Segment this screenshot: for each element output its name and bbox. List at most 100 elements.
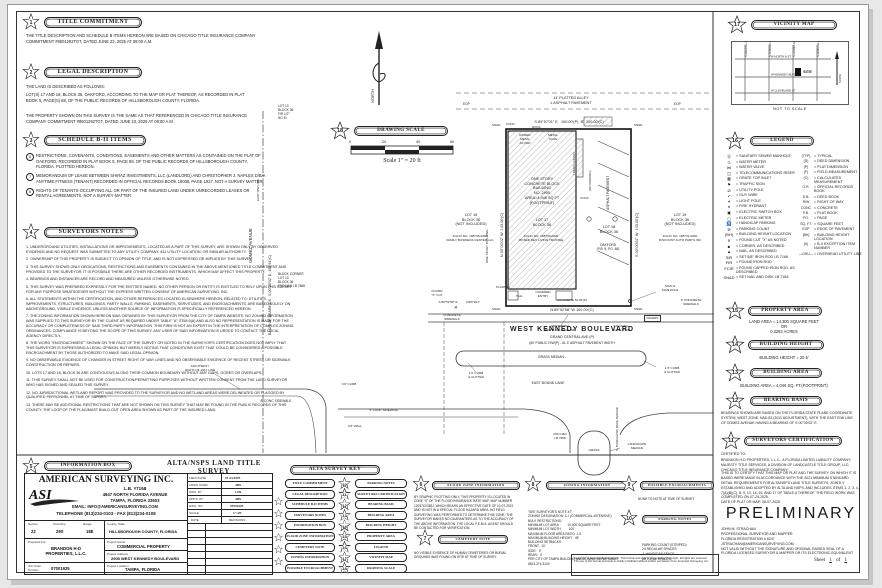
label-rw-width: (60' PUBLIC R/W(P) - 61.3' ASPHALT PAVEM…: [529, 341, 615, 345]
key-right-label: BEARING BASIS: [355, 500, 407, 510]
legend-abbrev: (TYP) = TYPICAL: [798, 154, 862, 159]
encroachments-star: 9: [620, 475, 638, 493]
sheet-number: Sheet 1 of 1: [814, 558, 850, 563]
legend-abbrev: (C) = CALCULATED MEASUREMENT: [798, 175, 862, 185]
surveyor-note: 11. THIS SURVEY SHALL NOT BE USED FOR CO…: [26, 378, 288, 388]
property-area-star: 15: [725, 301, 745, 321]
schedule-b2-items: 6 RESTRICTIONS, COVENANTS, CONDITIONS, E…: [26, 153, 266, 202]
legend-item: SIR = SET 5/8" IRON ROD LB 7168: [722, 254, 798, 260]
property-area-l2: OR: [780, 324, 788, 329]
key-row: LEGAL DESCRIPTION 11 SURVEYORS CERTIFICA…: [285, 487, 407, 501]
label-side-street: S. BUNGALOW PARK AVENUE: [615, 406, 619, 451]
legend-abbrev: (D) = DEED DIMENSION: [798, 160, 862, 164]
building-height-star: 14: [725, 335, 745, 355]
label-lot17: LOT 17 BLOCK 36: [532, 218, 552, 227]
label-platted-alley: 14' PLATTED ALLEY ± ASPHALT PAVEMENT: [550, 96, 592, 105]
legend-item-label: = UTILITY POLE: [736, 187, 764, 192]
key-right-label: PROPERTY AREA: [355, 531, 407, 541]
svg-text:N MACDILL AVE: N MACDILL AVE: [744, 41, 748, 57]
label-grass: GRASS: [588, 448, 600, 452]
label-folio19: FOLIO NO. 188731-0000 DISCOUNT AUTO PART…: [658, 234, 702, 242]
drawing-scale-star: 18: [330, 121, 350, 141]
legend-abbrev-label: = SQUARE FEET: [814, 221, 844, 226]
legend-item: ⋈ = WATER VALVE: [722, 165, 798, 171]
survey-sheet: NORTH: [7, 4, 869, 580]
key-left-label: LEGAL DESCRIPTION: [285, 489, 335, 499]
label-ac-pad: RAISED METAL AC PAD: [519, 133, 531, 145]
legend-symbol-icon: Ⓢ: [727, 154, 731, 159]
surveyor-note: 3. THIS SURVEY SHOWS ONLY DEDICATIONS, R…: [26, 264, 287, 274]
key-star: 13: [338, 508, 351, 522]
schedule-b2-item: 8 RIGHTS OF TENANTS OCCUPYING ALL OR PAR…: [26, 187, 266, 199]
legend-abbrev-label: = PLAT DIMENSION: [814, 164, 848, 169]
zoning-header: ZONING INFORMATION: [546, 481, 628, 490]
surveyor-note: 5. THIS SURVEY WAS PREPARED EXPRESSLY FO…: [26, 284, 293, 294]
north-arrow: NORTH: [370, 31, 386, 105]
label-east-bound-lane: EAST BOUND LANE: [531, 381, 565, 385]
legend-abbrev-label: = CALCULATED MEASUREMENT: [814, 175, 843, 184]
field-date-label: FIELD DATE: [189, 476, 207, 480]
label-block-corner: BLOCK CORNER LOT 13 BLOCK 36 FND N&D LB …: [278, 272, 305, 288]
scale-bar: [350, 145, 454, 155]
scale-tick-0: 0: [349, 140, 352, 144]
label-lot16: LOT 16 BLOCK 36 (NOT INCLUDED): [455, 213, 487, 227]
marker-snd-sw: SN&D: [492, 307, 501, 311]
legend-symbol-icon: ■: [727, 243, 731, 249]
svg-text:✕: ✕: [454, 305, 458, 310]
revision-star: [274, 497, 283, 506]
certified-to-label: CERTIFIED TO:: [721, 452, 747, 456]
legend-item: Ⓢ = SANITARY SEWER MANHOLE: [722, 154, 798, 159]
b2-item-text: MEMORANDUM OF LEASE BETWEEN SHIRAZ INVES…: [36, 173, 267, 184]
legend-symbol-icon: ▦: [727, 176, 731, 182]
label-conc-1: CONC: [506, 122, 515, 126]
county-value: HILLSBOROUGH COUNTY, FLORIDA: [109, 529, 178, 534]
township-value: 29S: [56, 529, 64, 534]
label-landscape-median: LANDSCAPE MEDIAN: [627, 442, 647, 450]
key-star: 11: [338, 487, 351, 501]
legend-item: SN&D = SET NAIL AND DISK LB 7168: [722, 275, 798, 280]
legend-item: ◫ = TELECOMMUNICATIONS RISER: [722, 171, 798, 176]
b2-item-number: 7: [26, 173, 34, 182]
label-planter: PLANTER: [496, 285, 510, 289]
encroachments-header: POSSIBLE ENCROACHMENTS: [640, 481, 714, 490]
project-location-value: TAMPA, FLORIDA: [125, 567, 161, 572]
legend-item: ♿ = HANDICAP PARKING: [722, 221, 798, 226]
svg-text:N ARMENIA AVE: N ARMENIA AVE: [816, 41, 820, 57]
key-right-label: BUILDING AREA: [355, 510, 407, 520]
zoning-star: 8: [524, 475, 542, 493]
surveyor-note: 6. ALL STATEMENTS WITHIN THE CERTIFICATI…: [26, 296, 291, 311]
dwg-no-value: 07001925: [230, 504, 244, 508]
legend-symbol-icon: ⋈: [727, 165, 731, 171]
parking-header: PARKING NOTES: [642, 515, 708, 524]
legend-item-label: = SANITARY SEWER MANHOLE: [736, 154, 792, 158]
dwg-no-label: DWG. NO.: [189, 504, 204, 508]
project-name-value: COMMERCIAL PROPERTY: [117, 544, 170, 549]
legend-item: ✕ = FOUND CUT "X" AS NOTED: [722, 238, 798, 243]
key-star: 14: [338, 519, 351, 532]
legend-item-label: = NAIL, AS DESCRIBED: [736, 249, 777, 254]
key-left-label: FLOOD ZONE INFORMATION: [285, 531, 335, 541]
building-height-body: BUILDING HEIGHT = 20.5': [759, 355, 809, 360]
b2-item-text: RIGHTS OF TENANTS OCCUPYING ALL OR PART …: [36, 187, 251, 199]
information-box-table: AMERICAN SURVEYING INC. L.B. #7168 4847 …: [24, 473, 273, 575]
surveyor-note: 4. BEARINGS AND DISTANCES ARE RECORD AND…: [26, 277, 190, 282]
project-name-label: Project Name: [107, 540, 126, 544]
copyright-line1: Copyright © American Surveying Inc. This…: [574, 555, 708, 560]
legend-item-label: = SET 5/8" IRON ROD LB 7168: [736, 254, 788, 259]
legend-abbrev-label: = PLAT BOOK: [814, 210, 838, 215]
key-star: 16: [338, 540, 351, 554]
legend-abbrev-code: (D): [803, 159, 809, 164]
legend-abbrev-code: [BH]: [802, 232, 810, 237]
vicinity-map-header: VICINITY MAP: [751, 20, 837, 30]
legal-description-body2: THE PROPERTY SHOWN ON THIS SURVEY IS THE…: [26, 113, 249, 124]
property-area-header: PROPERTY AREA: [748, 306, 822, 316]
legend-abbrev-code: (F): [803, 170, 809, 175]
label-sign-pole: SIGN & SIGN POLE: [661, 284, 679, 292]
parking-line: 24 REGULAR SPACES: [642, 547, 677, 552]
key-star: 15: [338, 529, 351, 543]
title-commitment-header: TITLE COMMITMENT: [44, 17, 142, 28]
svg-text:N GOMEZ AVE: N GOMEZ AVE: [792, 41, 796, 57]
legend-abbrev-code: (P): [803, 164, 809, 169]
building-area-header: BUILDING AREA: [750, 368, 822, 378]
label-building: ONE STORY CONCRETE BLOCK BUILDING NO. 29…: [524, 177, 560, 205]
